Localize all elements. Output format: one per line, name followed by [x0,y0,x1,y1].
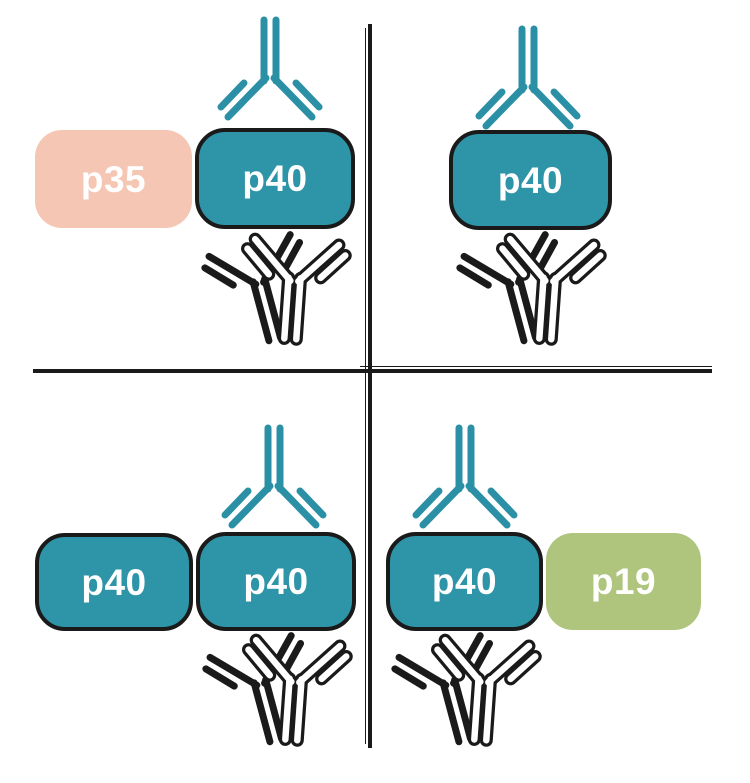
subunit-label: p40 [497,159,564,201]
teal-antibody-icon [478,22,578,132]
subunit-box-p40: p40 [449,130,612,230]
subunit-label: p19 [590,561,657,602]
subunit-box-p19: p19 [546,533,701,630]
detection-antibody-pair [200,224,350,354]
subunit-box-p40: p40 [195,128,355,229]
teal-antibody-icon [415,421,515,531]
divider-vertical-thin [365,28,366,744]
subunit-label: p40 [431,561,498,602]
subunit-box-p40: p40 [386,532,543,631]
teal-antibody-icon [224,421,324,531]
teal-antibody-icon [220,13,320,123]
detection-antibody-pair [201,625,351,755]
subunit-box-p40: p40 [35,533,193,631]
subunit-box-p40: p40 [196,532,356,631]
detection-antibody-pair [390,625,540,755]
subunit-label: p40 [81,561,147,603]
divider-horizontal [33,369,712,373]
divider-vertical [368,24,372,748]
subunit-box-p35: p35 [35,130,192,228]
subunit-label: p35 [80,158,147,200]
subunit-label: p40 [243,561,309,602]
subunit-label: p40 [242,158,308,199]
detection-antibody-pair [455,224,605,354]
divider-horizontal-thin [360,366,712,367]
